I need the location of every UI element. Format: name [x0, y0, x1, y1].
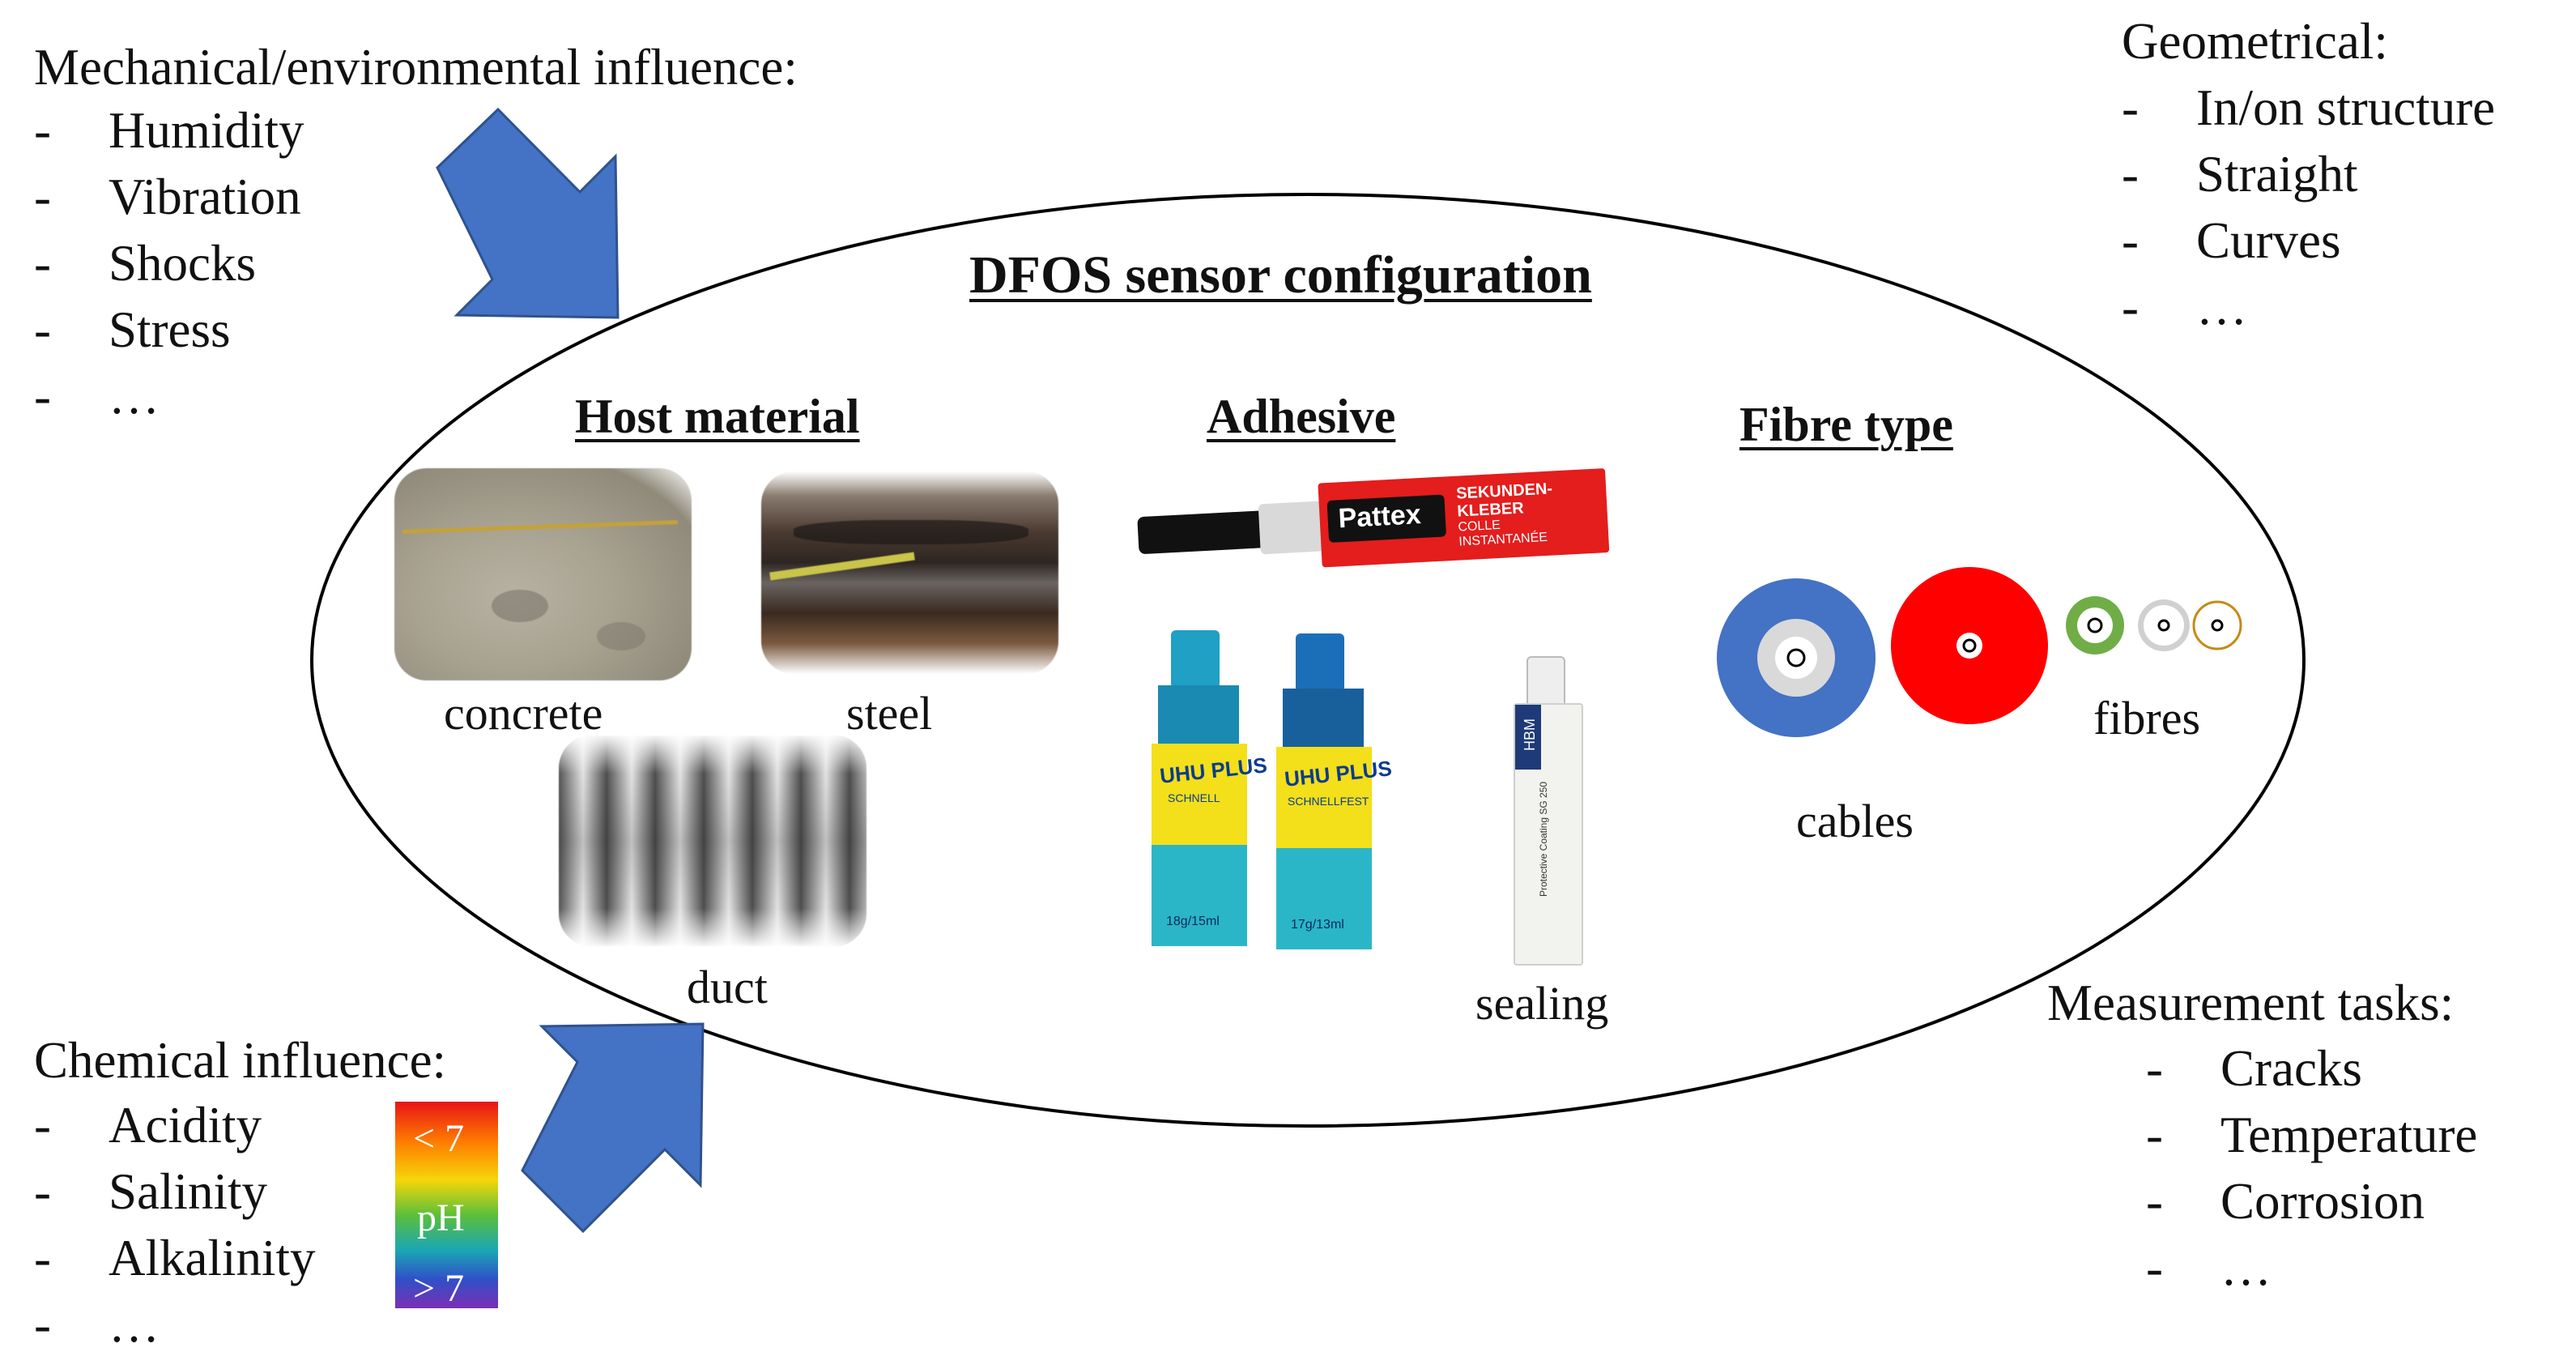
list-item: -…: [2146, 1239, 2272, 1296]
list-item: -Humidity: [34, 102, 304, 159]
host-material-heading: Host material: [575, 390, 860, 443]
ph-high-label: > 7: [413, 1267, 465, 1310]
uhu-tube-1: UHU PLUS SCHNELL 18g/15ml: [1148, 630, 1268, 954]
list-item: -Shocks: [34, 235, 257, 292]
configuration-ellipse: [310, 193, 2306, 1128]
list-item: -In/on structure: [2122, 79, 2496, 136]
duct-photo: [559, 736, 866, 946]
steel-photo: [761, 471, 1058, 674]
arrow-mechanical: [436, 107, 620, 319]
duct-label: duct: [687, 961, 768, 1013]
chemical-heading: Chemical influence:: [34, 1032, 447, 1089]
ph-low-label: < 7: [413, 1117, 465, 1160]
sealing-tube: HBM Protective Coating SG 250: [1502, 656, 1591, 972]
list-item: -Straight: [2122, 146, 2358, 203]
list-item: -…: [2122, 279, 2247, 335]
geometrical-heading: Geometrical:: [2122, 13, 2388, 70]
mechanical-heading: Mechanical/environmental influence:: [34, 39, 798, 96]
uhu-tube-2: UHU PLUS SCHNELLFEST 17g/13ml: [1273, 633, 1393, 957]
fibre-type-heading: Fibre type: [1739, 398, 1953, 451]
ph-mid-label: pH: [417, 1196, 465, 1239]
arrow-chemical: [521, 1022, 705, 1234]
chemical-list: -Acidity -Salinity -Alkalinity -…: [34, 1092, 316, 1358]
list-item: -…: [34, 368, 160, 424]
list-item: -Alkalinity: [34, 1230, 316, 1286]
ph-scale-bar: [395, 1102, 498, 1308]
adhesive-heading: Adhesive: [1207, 390, 1396, 443]
concrete-photo: [394, 468, 692, 680]
list-item: -Salinity: [34, 1163, 268, 1220]
list-item: -Corrosion: [2146, 1173, 2425, 1230]
concrete-label: concrete: [444, 687, 603, 740]
geometrical-list: -In/on structure -Straight -Curves -…: [2122, 75, 2496, 340]
mechanical-list: -Humidity -Vibration -Shocks -Stress -…: [34, 97, 304, 429]
list-item: -Stress: [34, 301, 231, 358]
diagram-title: DFOS sensor configuration: [969, 245, 1592, 305]
steel-label: steel: [846, 687, 933, 740]
list-item: -Vibration: [34, 168, 301, 225]
measurement-list: -Cracks -Temperature -Corrosion -…: [2146, 1035, 2478, 1301]
cables-label: cables: [1796, 795, 1914, 847]
pattex-brand: Pattex: [1337, 499, 1422, 535]
cable-red-icon: [1891, 567, 2048, 724]
fibres-label: fibres: [2093, 692, 2201, 744]
fibre-green-icon: [2066, 596, 2124, 655]
list-item: -Curves: [2122, 212, 2341, 269]
fibre-orange-icon: [2192, 600, 2242, 650]
fibre-grey-icon: [2138, 599, 2190, 651]
sealing-label: sealing: [1475, 977, 1609, 1030]
list-item: -Temperature: [2146, 1107, 2478, 1163]
list-item: -Cracks: [2146, 1040, 2362, 1097]
list-item: -…: [34, 1296, 160, 1353]
measurement-heading: Measurement tasks:: [2047, 975, 2455, 1031]
list-item: -Acidity: [34, 1097, 262, 1154]
cable-blue-icon: [1717, 578, 1876, 737]
